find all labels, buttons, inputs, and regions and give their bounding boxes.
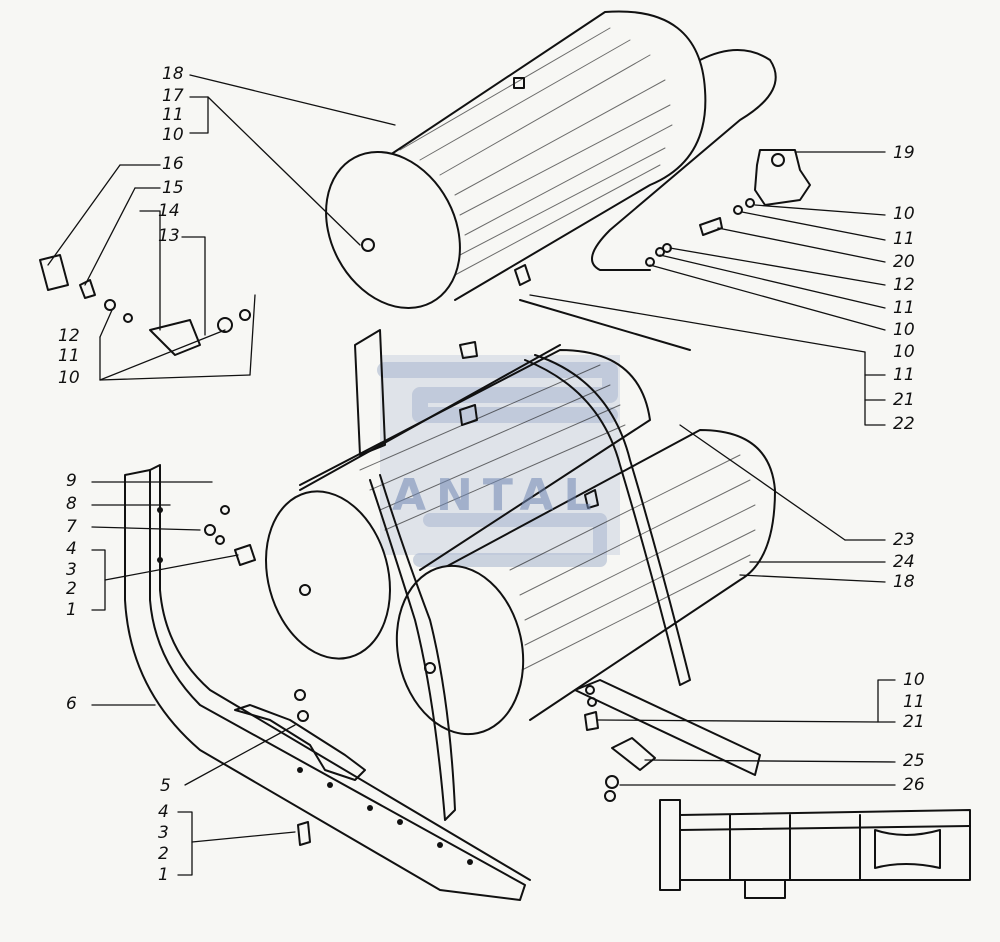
- callout-label: 4: [66, 539, 77, 559]
- frame-outline: [659, 799, 971, 899]
- callout-label: 10: [893, 204, 915, 224]
- callout-label: 25: [903, 751, 925, 771]
- support-post: [354, 329, 386, 456]
- callout-label: 14: [158, 201, 180, 221]
- callout-label: 10: [893, 342, 915, 362]
- upper-air-tank: [325, 10, 707, 310]
- callout-label: 3: [66, 560, 77, 580]
- callout-label: 18: [162, 64, 184, 84]
- callout-label: 11: [893, 229, 915, 249]
- callout-label: 3: [158, 823, 169, 843]
- callout-label: 10: [58, 368, 80, 388]
- clamp-plate: [234, 704, 366, 781]
- callout-label: 13: [158, 226, 180, 246]
- callout-label: 22: [893, 414, 915, 434]
- callout-label: 26: [903, 775, 925, 795]
- watermark-text: ANTAL: [392, 470, 602, 521]
- lower-air-tank-1: [265, 349, 651, 660]
- callout-label: 7: [66, 517, 77, 537]
- callout-label: 20: [893, 252, 915, 272]
- callout-label: 8: [66, 494, 77, 514]
- callout-label: 11: [162, 105, 184, 125]
- callout-label: 11: [893, 365, 915, 385]
- callout-label: 12: [893, 275, 915, 295]
- crossmember: [574, 679, 761, 776]
- callout-label: 18: [893, 572, 915, 592]
- callout-label: 10: [893, 320, 915, 340]
- callout-label: 21: [893, 390, 915, 410]
- callout-label: 11: [58, 346, 80, 366]
- callout-label: 19: [893, 143, 915, 163]
- callout-label: 10: [903, 670, 925, 690]
- callout-label: 12: [58, 326, 80, 346]
- bracket-plate: [611, 737, 656, 771]
- callout-label: 2: [66, 579, 77, 599]
- fittings: [39, 198, 755, 846]
- mounting-bracket: [124, 464, 531, 901]
- callout-label: 1: [158, 865, 169, 885]
- callout-label: 24: [893, 552, 915, 572]
- callout-label: 10: [162, 125, 184, 145]
- callout-label: 17: [162, 86, 184, 106]
- callout-label: 2: [158, 844, 169, 864]
- lower-air-tank-2: [395, 429, 776, 736]
- callout-label: 11: [903, 692, 925, 712]
- callout-label: 21: [903, 712, 925, 732]
- valve-unit: [754, 149, 811, 206]
- tank-straps: [299, 344, 691, 821]
- callout-label: 4: [158, 802, 169, 822]
- callout-label: 15: [162, 178, 184, 198]
- callout-label: 6: [66, 694, 77, 714]
- callout-label: 5: [160, 776, 171, 796]
- drain-pipe: [519, 299, 691, 351]
- leader-lines-right: [529, 151, 896, 786]
- callout-label: 11: [893, 298, 915, 318]
- air-hose: [591, 49, 777, 271]
- callout-label: 23: [893, 530, 915, 550]
- callout-label: 16: [162, 154, 184, 174]
- watermark-logo: [377, 355, 620, 567]
- callout-label: 1: [66, 600, 77, 620]
- callout-label: 9: [66, 471, 77, 491]
- leader-lines-left: [47, 74, 396, 876]
